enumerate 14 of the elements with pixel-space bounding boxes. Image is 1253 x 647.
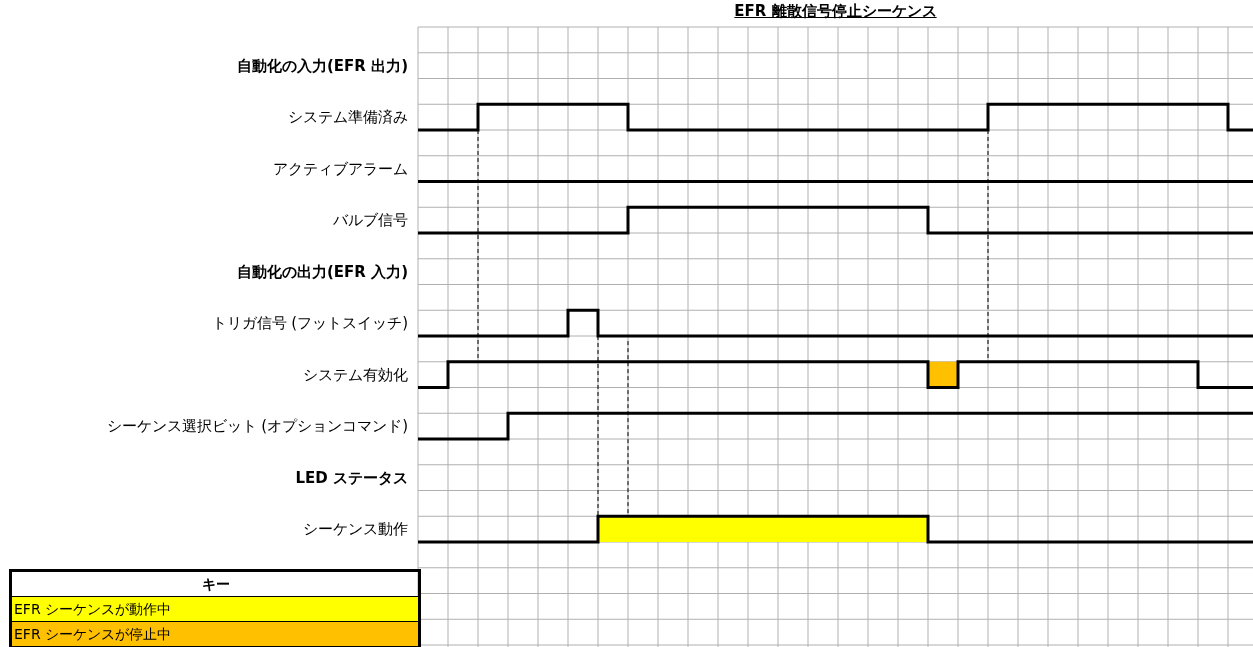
signal-label: トリガ信号 (フットスイッチ) (211, 313, 408, 333)
signal-label: シーケンス動作 (303, 519, 408, 539)
legend-swatch: EFR シーケンスが停止中 (12, 621, 418, 646)
signal-label: システム準備済み (288, 107, 408, 127)
legend-swatch: EFR シーケンスが動作中 (12, 596, 418, 621)
legend-heading: キー (201, 575, 231, 594)
signal-label: バルブ信号 (333, 210, 408, 230)
chart-title: EFR 離散信号停止シーケンス (734, 2, 937, 20)
section-heading: 自動化の入力(EFR 出力) (237, 56, 408, 76)
section-heading: 自動化の出力(EFR 入力) (237, 262, 408, 282)
signal-label: アクティブアラーム (273, 159, 408, 179)
signal-label: システム有効化 (303, 365, 408, 385)
section-heading: LED ステータス (295, 468, 408, 488)
signal-label: シーケンス選択ビット (オプションコマンド) (106, 416, 408, 436)
